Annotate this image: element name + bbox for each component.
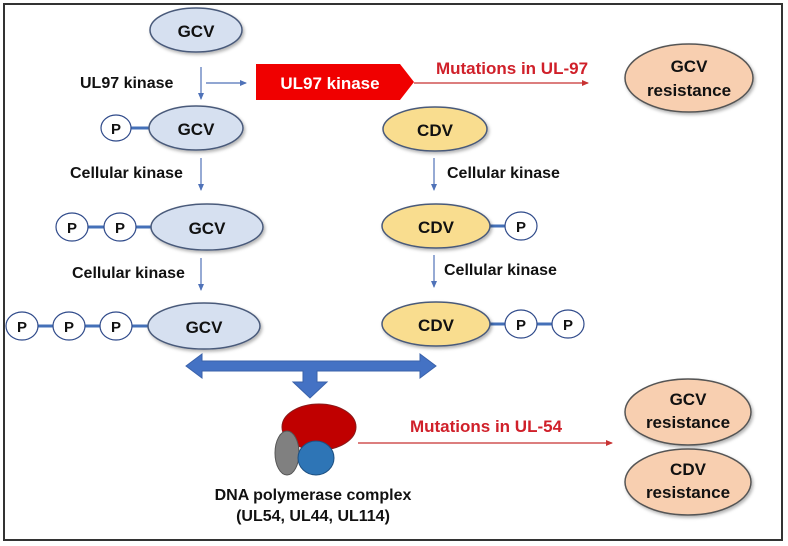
cdv-ellipse bbox=[381, 203, 491, 249]
ul97-kinase-box: UL97 kinase bbox=[256, 64, 414, 100]
resistance-ellipse bbox=[624, 43, 754, 113]
resistance-ellipse bbox=[624, 448, 752, 516]
cdv-dp-label: CDV bbox=[418, 316, 455, 335]
gcv-resistance-bottom-line1: GCV bbox=[670, 390, 708, 409]
convergence-arrow bbox=[185, 353, 437, 399]
gcv-start-node: GCV bbox=[149, 7, 243, 53]
ul44-subunit-shape bbox=[274, 430, 300, 476]
cdv-resistance-line2: resistance bbox=[646, 483, 730, 502]
phosphate-circle bbox=[504, 211, 538, 241]
gcv-resistance-bottom-line2: resistance bbox=[646, 413, 730, 432]
gcv-resistance-top-line1: GCV bbox=[671, 57, 709, 76]
gcv-triphosphate: P P P GCV bbox=[5, 302, 261, 350]
cdv-mp-label: CDV bbox=[418, 218, 455, 237]
gcv-resistance-top-line2: resistance bbox=[647, 81, 731, 100]
cdv-ellipse bbox=[381, 301, 491, 347]
phosphate-label: P bbox=[115, 220, 125, 237]
ul97-pentagon bbox=[256, 64, 414, 100]
phosphate-label: P bbox=[111, 121, 121, 138]
cdv-start-label: CDV bbox=[417, 121, 454, 140]
polymerase-label-line2: (UL54, UL44, UL114) bbox=[236, 508, 390, 525]
phosphate-circle bbox=[99, 311, 133, 341]
phosphate-circle bbox=[551, 309, 585, 339]
gcv-resistance-bottom-node: GCV resistance bbox=[624, 378, 752, 446]
gcv-ellipse bbox=[150, 203, 264, 251]
phosphate-label: P bbox=[563, 317, 573, 334]
gcv-cellular-kinase-label-1: Cellular kinase bbox=[70, 165, 183, 182]
cdv-monophosphate: CDV P bbox=[381, 203, 538, 249]
cdv-cellular-kinase-label-2: Cellular kinase bbox=[444, 262, 557, 279]
polymerase-label-line1: DNA polymerase complex bbox=[215, 487, 412, 504]
phosphate-label: P bbox=[64, 319, 74, 336]
gcv-cellular-kinase-label-2: Cellular kinase bbox=[72, 265, 185, 282]
mutation-ul97-label: Mutations in UL-97 bbox=[436, 59, 588, 78]
cdv-start-node: CDV bbox=[382, 106, 488, 152]
cdv-ellipse bbox=[382, 106, 488, 152]
gcv-monophosphate: P GCV bbox=[100, 105, 244, 151]
phosphate-label: P bbox=[17, 319, 27, 336]
cdv-resistance-line1: CDV bbox=[670, 460, 707, 479]
phosphate-circle bbox=[100, 114, 132, 142]
phosphate-circle bbox=[5, 311, 39, 341]
dna-polymerase-complex-icon bbox=[274, 403, 357, 476]
gcv-diphosphate: P P GCV bbox=[55, 203, 264, 251]
gcv-mp-label: GCV bbox=[178, 120, 216, 139]
figure-frame bbox=[3, 3, 783, 541]
phosphate-circle bbox=[55, 212, 89, 242]
resistance-ellipse bbox=[624, 378, 752, 446]
phosphate-circle bbox=[103, 212, 137, 242]
gcv-ellipse bbox=[148, 105, 244, 151]
gcv-dp-label: GCV bbox=[189, 219, 227, 238]
cdv-diphosphate: CDV P P bbox=[381, 301, 585, 347]
gcv-ellipse bbox=[149, 7, 243, 53]
phosphate-label: P bbox=[67, 220, 77, 237]
cdv-resistance-node: CDV resistance bbox=[624, 448, 752, 516]
ul97-kinase-step-label: UL97 kinase bbox=[80, 75, 173, 92]
phosphate-circle bbox=[52, 311, 86, 341]
phosphate-circle bbox=[504, 309, 538, 339]
cdv-cellular-kinase-label-1: Cellular kinase bbox=[447, 165, 560, 182]
ul114-subunit-shape bbox=[297, 440, 335, 476]
phosphate-label: P bbox=[516, 219, 526, 236]
phosphate-label: P bbox=[516, 317, 526, 334]
gcv-tp-label: GCV bbox=[186, 318, 224, 337]
gcv-resistance-top-node: GCV resistance bbox=[624, 43, 754, 113]
mutation-ul54-label: Mutations in UL-54 bbox=[410, 417, 563, 436]
gcv-start-label: GCV bbox=[178, 22, 216, 41]
phosphate-label: P bbox=[111, 319, 121, 336]
gcv-ellipse bbox=[147, 302, 261, 350]
ul97-box-label: UL97 kinase bbox=[280, 74, 379, 93]
